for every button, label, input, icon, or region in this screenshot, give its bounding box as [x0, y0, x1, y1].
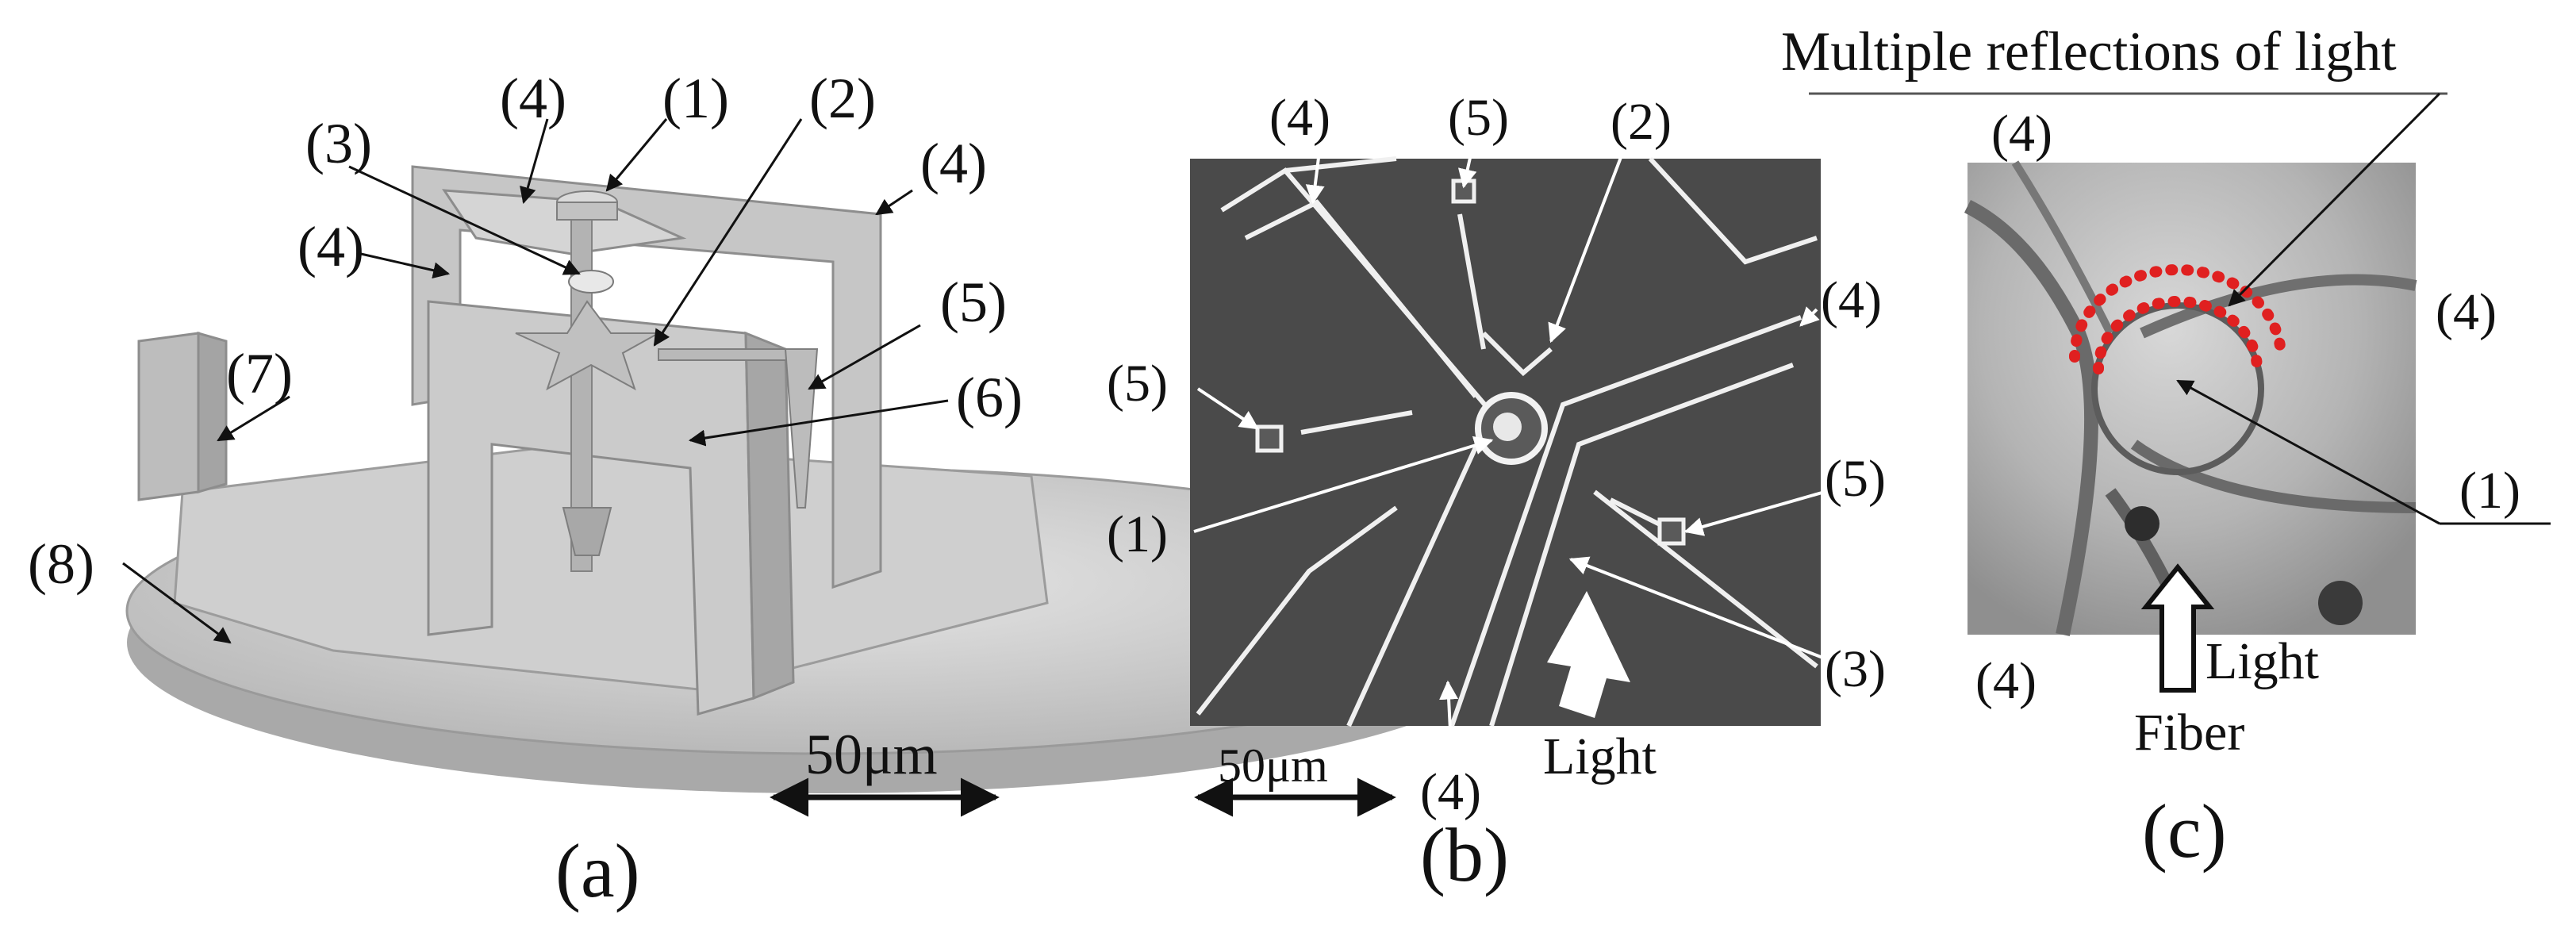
panel-b-sem: (4) (5) (2) (4) (5) (1) (5) (3) (4) Ligh…: [1107, 89, 1886, 897]
sem-probe-right: [1657, 517, 1686, 546]
label-c-light: Light: [2206, 632, 2319, 690]
panel-c-micrograph: Multiple reflections of light (4) (4): [1781, 21, 2551, 873]
label-c-4-bottom: (4): [1975, 652, 2037, 710]
panel-c-title: Multiple reflections of light: [1781, 21, 2397, 83]
caption-a: (a): [555, 828, 640, 913]
panel-a-model: (1) (2) (3) (4) (4) (4) (5) (6) (7) (8) …: [28, 67, 1525, 913]
post-7-front: [137, 332, 200, 501]
panel-c-leaders: [2176, 92, 2551, 525]
micrograph-background: [1968, 163, 2416, 635]
label-c-fiber: Fiber: [2134, 704, 2244, 762]
label-a-7: (7): [226, 342, 293, 405]
label-b-4-top: (4): [1269, 89, 1330, 147]
label-a-4-right: (4): [920, 132, 987, 195]
micrograph-dark-spot-2: [2318, 581, 2363, 625]
panel-b-scale-bar: 50μm: [1194, 739, 1396, 817]
label-b-5-top: (5): [1448, 89, 1509, 147]
hub: [568, 270, 614, 294]
front-frame-side: [744, 331, 795, 701]
fiber-light-arrow: [2140, 563, 2215, 693]
label-c-1: (1): [2459, 462, 2520, 520]
scale-bar-b-label: 50μm: [1218, 739, 1328, 792]
panel-b-labels: (4) (5) (2) (4) (5) (1) (5) (3) (4): [1107, 89, 1886, 821]
scale-bar-a-label: 50μm: [805, 723, 938, 786]
panel-a-leaders: [122, 118, 949, 644]
label-b-5-left: (5): [1107, 355, 1168, 413]
label-c-4-top: (4): [1991, 105, 2052, 163]
label-a-5: (5): [940, 271, 1007, 334]
label-a-6: (6): [956, 366, 1023, 429]
star-rotor: [515, 300, 662, 391]
post-7-side: [197, 332, 228, 493]
label-a-8: (8): [28, 532, 94, 596]
caption-b: (b): [1420, 812, 1509, 897]
micrograph-dark-spot: [2125, 506, 2159, 541]
label-b-4-bottom: (4): [1420, 763, 1481, 821]
label-b-light: Light: [1543, 727, 1657, 785]
label-a-4-top: (4): [500, 67, 566, 130]
probe-beam: [658, 348, 802, 361]
label-a-1: (1): [662, 67, 729, 130]
sem-light-arrow: [1547, 591, 1630, 718]
caption-c: (c): [2142, 789, 2227, 873]
sem-center-core: [1493, 413, 1522, 441]
label-b-5-right: (5): [1825, 450, 1886, 508]
label-a-2: (2): [809, 67, 876, 130]
label-b-1: (1): [1107, 505, 1168, 563]
reflection-dots: [2069, 264, 2286, 374]
panel-a-labels: (1) (2) (3) (4) (4) (4) (5) (6) (7) (8): [28, 67, 1023, 596]
top-cap-body: [556, 202, 618, 221]
sem-structure: [1196, 156, 1818, 727]
label-b-4-right: (4): [1821, 271, 1882, 329]
label-c-4-right: (4): [2436, 283, 2497, 341]
panel-a-scale-bar: 50μm: [770, 723, 1000, 817]
panel-b-leaders: [1193, 138, 1825, 762]
sem-probe-left: [1255, 424, 1284, 453]
label-b-3: (3): [1825, 640, 1886, 698]
label-a-4-left: (4): [298, 215, 364, 278]
panel-c-labels: (4) (4) (1) (4): [1975, 105, 2520, 710]
label-b-2: (2): [1610, 93, 1672, 151]
label-a-3: (3): [305, 112, 372, 175]
lower-spindle: [562, 507, 612, 556]
